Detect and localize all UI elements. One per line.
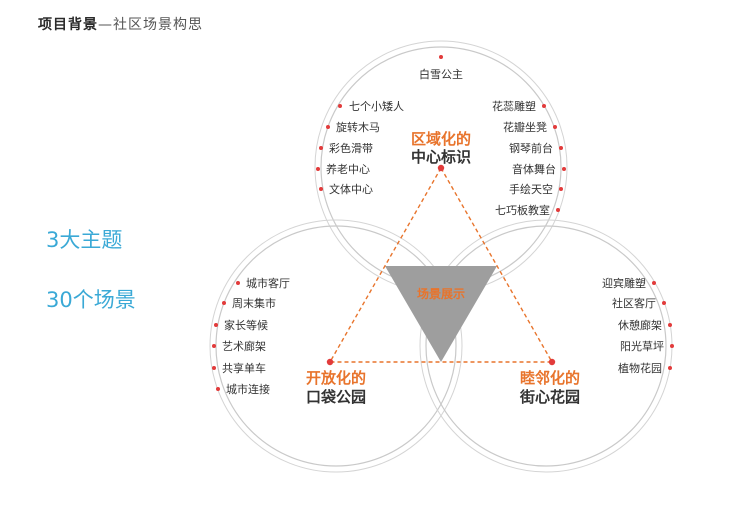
scene-dot xyxy=(559,187,563,191)
vertex-dot-right xyxy=(548,358,556,366)
scene-label: 阳光草坪 xyxy=(620,339,664,353)
scene-dot xyxy=(222,301,226,305)
scene-label: 休憩廊架 xyxy=(618,318,662,332)
scene-dot xyxy=(212,344,216,348)
theme-left-line1: 开放化的 xyxy=(306,369,366,387)
theme-right-line2: 街心花园 xyxy=(519,388,580,406)
scene-dot xyxy=(214,323,218,327)
scene-dot xyxy=(319,187,323,191)
scene-label: 迎宾雕塑 xyxy=(602,276,646,290)
scene-dot xyxy=(338,104,342,108)
scene-label: 白雪公主 xyxy=(419,67,463,81)
scene-dot xyxy=(542,104,546,108)
scene-label: 共享单车 xyxy=(222,361,266,375)
scene-label: 花瓣坐凳 xyxy=(503,120,547,134)
scene-label: 音体舞台 xyxy=(512,162,556,176)
scene-dot xyxy=(553,125,557,129)
scene-label: 花蕊雕塑 xyxy=(492,99,536,113)
scene-label: 植物花园 xyxy=(618,361,662,375)
scene-label: 钢琴前台 xyxy=(509,141,553,155)
scene-label: 手绘天空 xyxy=(509,182,553,196)
scene-label: 艺术廊架 xyxy=(222,339,266,353)
scene-label: 旋转木马 xyxy=(336,120,380,134)
scene-dot xyxy=(668,323,672,327)
theme-left-line2: 口袋公园 xyxy=(306,388,366,406)
scene-dot xyxy=(316,167,320,171)
title-subtitle: 社区场景构思 xyxy=(113,17,203,33)
page-title: 项目背景—社区场景构思 xyxy=(38,14,203,34)
vertex-dot-left xyxy=(326,358,334,366)
scene-dot xyxy=(326,125,330,129)
theme-top-line2: 中心标识 xyxy=(411,148,471,166)
theme-top-line1: 区域化的 xyxy=(411,130,471,148)
scene-dot xyxy=(319,146,323,150)
scene-dot xyxy=(216,387,220,391)
title-separator: — xyxy=(98,17,113,33)
circle-right xyxy=(425,225,667,467)
scene-label: 城市客厅 xyxy=(246,276,290,290)
scene-label: 家长等候 xyxy=(224,318,268,332)
scene-dot xyxy=(670,344,674,348)
themes-count-note: 3大主题 xyxy=(46,228,123,252)
scene-dot xyxy=(212,366,216,370)
scene-dot xyxy=(439,55,443,59)
vertex-dot-top xyxy=(437,164,445,172)
center-triangle xyxy=(385,266,497,362)
scene-label: 彩色滑带 xyxy=(329,141,373,155)
scene-label: 城市连接 xyxy=(226,382,270,396)
title-main: 项目背景 xyxy=(38,17,98,33)
scene-dot xyxy=(652,281,656,285)
scene-dot xyxy=(668,366,672,370)
scene-dot xyxy=(559,146,563,150)
scene-label: 养老中心 xyxy=(326,162,370,176)
scene-label: 周末集市 xyxy=(232,296,276,310)
scene-dot xyxy=(236,281,240,285)
scene-dot xyxy=(562,167,566,171)
scene-label: 社区客厅 xyxy=(612,296,656,310)
scene-label: 七巧板教室 xyxy=(495,203,550,217)
circle-left-outer xyxy=(209,219,463,473)
scene-label: 七个小矮人 xyxy=(349,99,404,113)
scene-label: 文体中心 xyxy=(329,182,373,196)
scene-dot xyxy=(662,301,666,305)
theme-right-line1: 睦邻化的 xyxy=(520,369,580,387)
scene-dot xyxy=(556,208,560,212)
center-label: 场景展示 xyxy=(417,287,465,301)
scenes-count-note: 30个场景 xyxy=(46,288,136,312)
